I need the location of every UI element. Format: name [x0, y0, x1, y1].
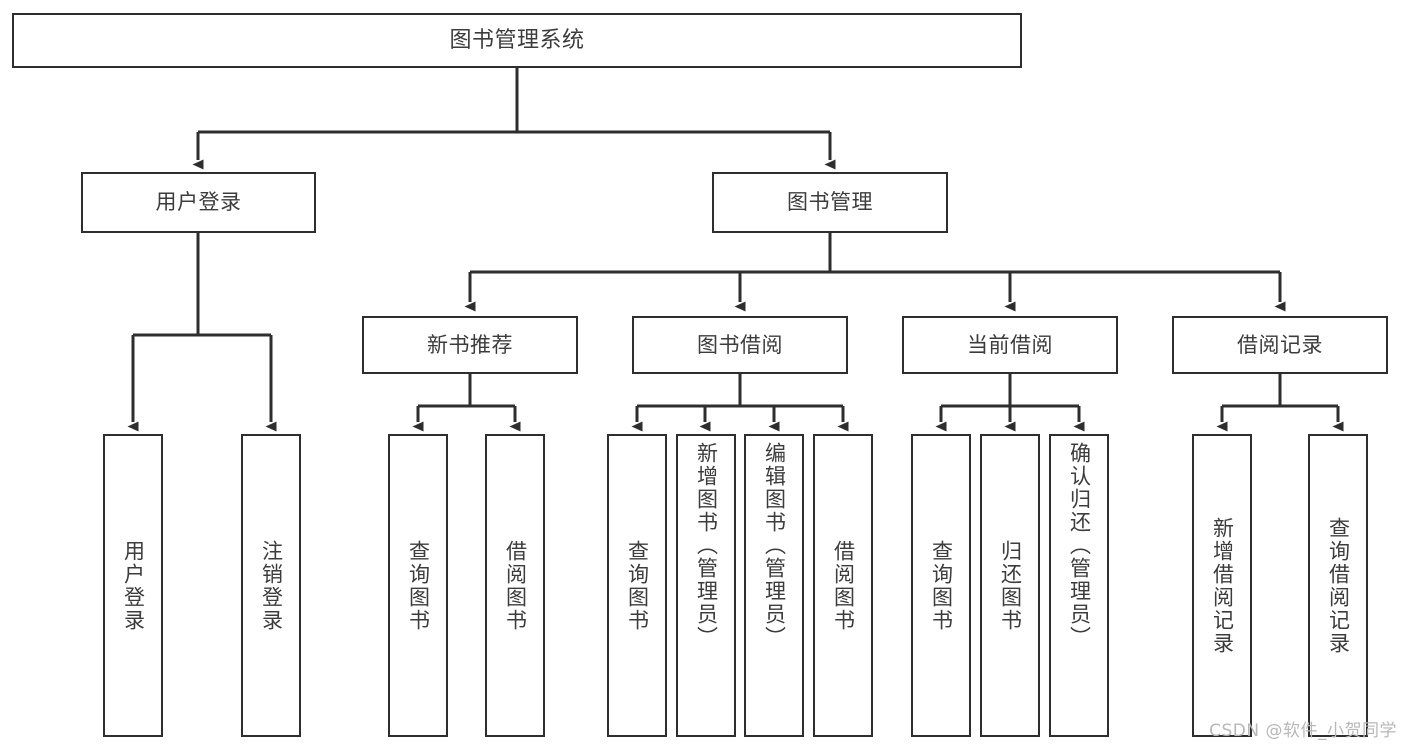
- node-label: 查询图书: [929, 539, 954, 632]
- leaf-records-query-record[interactable]: 查询借阅记录: [1308, 434, 1368, 737]
- node-label: 用户登录: [121, 539, 146, 632]
- leaf-current-return-book[interactable]: 归还图书: [980, 434, 1040, 737]
- node-label: 当前借阅: [967, 332, 1053, 357]
- leaf-current-confirm-return-admin[interactable]: 确认归还（管理员）: [1049, 434, 1109, 737]
- leaf-newbook-query-book[interactable]: 查询图书: [388, 434, 448, 737]
- leaf-current-query-book[interactable]: 查询图书: [911, 434, 971, 737]
- node-label: 图书管理: [787, 190, 873, 215]
- node-label: 图书借阅: [697, 332, 783, 357]
- node-label: 借阅记录: [1237, 332, 1323, 357]
- node-label: 新书推荐: [427, 332, 513, 357]
- node-root-system[interactable]: 图书管理系统: [12, 13, 1022, 68]
- node-label: 用户登录: [155, 190, 242, 215]
- leaf-user-login[interactable]: 用户登录: [103, 434, 163, 737]
- node-label: 新增借阅记录: [1210, 516, 1235, 655]
- node-label: 确认归还（管理员）: [1067, 442, 1092, 649]
- node-new-book-recommend[interactable]: 新书推荐: [362, 316, 578, 374]
- node-book-management[interactable]: 图书管理: [712, 172, 948, 233]
- node-current-borrow[interactable]: 当前借阅: [902, 316, 1118, 374]
- leaf-borrow-borrow-book[interactable]: 借阅图书: [813, 434, 873, 737]
- node-book-borrow[interactable]: 图书借阅: [632, 316, 848, 374]
- leaf-borrow-add-book-admin[interactable]: 新增图书（管理员）: [676, 434, 736, 737]
- leaf-newbook-borrow-book[interactable]: 借阅图书: [485, 434, 545, 737]
- node-borrow-records[interactable]: 借阅记录: [1172, 316, 1388, 374]
- leaf-borrow-edit-book-admin[interactable]: 编辑图书（管理员）: [744, 434, 804, 737]
- watermark: CSDN @软件_小贺同学: [1209, 721, 1397, 741]
- node-label: 借阅图书: [503, 539, 528, 632]
- leaf-borrow-query-book[interactable]: 查询图书: [607, 434, 667, 737]
- leaf-records-add-record[interactable]: 新增借阅记录: [1192, 434, 1252, 737]
- node-user-login[interactable]: 用户登录: [81, 172, 316, 233]
- node-label: 查询图书: [406, 539, 431, 632]
- leaf-user-logout[interactable]: 注销登录: [241, 434, 301, 737]
- node-label: 注销登录: [259, 539, 284, 632]
- node-label: 查询借阅记录: [1326, 516, 1351, 655]
- node-label: 查询图书: [625, 539, 650, 632]
- node-label: 借阅图书: [831, 539, 856, 632]
- node-label: 编辑图书（管理员）: [762, 442, 787, 649]
- node-label: 归还图书: [998, 539, 1023, 632]
- node-label: 图书管理系统: [449, 27, 585, 53]
- node-label: 新增图书（管理员）: [694, 442, 719, 649]
